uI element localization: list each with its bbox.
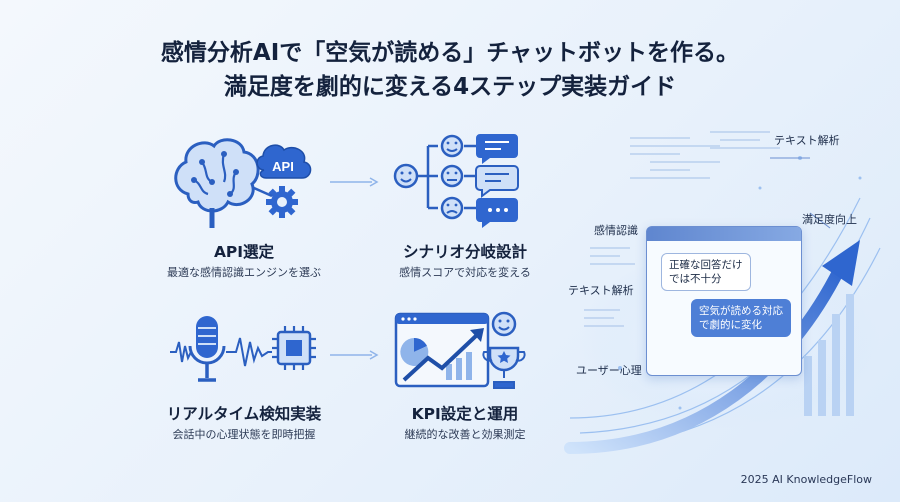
- page-title: 感情分析AIで「空気が読める」チャットボットを作る。 満足度を劇的に変える4ステ…: [0, 36, 900, 104]
- step-2-desc: 感情スコアで対応を変える: [399, 266, 531, 279]
- footer-credit: 2025 AI KnowledgeFlow: [740, 473, 872, 486]
- step-2-label: シナリオ分岐設計: [402, 243, 527, 261]
- tag-text-analysis-top: テキスト解析: [774, 134, 840, 147]
- step-3-desc: 会話中の心理状態を即時把握: [172, 428, 316, 441]
- bubble-a-line-1: 正確な回答だけ: [669, 259, 743, 271]
- emotion-branch-icon: [393, 134, 519, 228]
- tag-satisfaction-up: 満足度向上: [802, 213, 857, 226]
- flow-arrow-2: [330, 350, 379, 360]
- bubble-b-line-2: で劇的に変化: [699, 319, 762, 331]
- chat-window: 正確な回答だけ では不十分 空気が読める対応 で劇的に変化: [646, 226, 802, 376]
- bubble-a-line-2: では不十分: [669, 273, 722, 285]
- brain-api-icon: API: [174, 138, 312, 228]
- title-line-2: 満足度を劇的に変える4ステップ実装ガイド: [223, 74, 677, 100]
- kpi-dashboard-icon: [394, 311, 526, 389]
- bubble-b-line-1: 空気が読める対応: [699, 305, 783, 317]
- flow-arrow-1: [330, 177, 379, 187]
- tag-text-analysis-left: テキスト解析: [568, 284, 634, 297]
- chat-window-titlebar: [647, 227, 801, 241]
- step-1-desc: 最適な感情認識エンジンを選ぶ: [167, 266, 321, 279]
- api-icon-text: API: [272, 159, 294, 174]
- step-3-label: リアルタイム検知実装: [166, 405, 322, 423]
- voice-chip-icon: [170, 316, 316, 382]
- chat-bubble-empathetic: 空気が読める対応 で劇的に変化: [691, 299, 791, 337]
- title-line-1: 感情分析AIで「空気が読める」チャットボットを作る。: [160, 40, 740, 66]
- chat-bubble-bot: 正確な回答だけ では不十分: [661, 253, 751, 291]
- tag-user-psychology: ユーザー心理: [576, 364, 642, 377]
- step-1-label: API選定: [213, 243, 275, 261]
- tag-emotion-recognition: 感情認識: [594, 224, 638, 237]
- step-4-desc: 継続的な改善と効果測定: [404, 428, 526, 441]
- step-4-label: KPI設定と運用: [411, 405, 519, 423]
